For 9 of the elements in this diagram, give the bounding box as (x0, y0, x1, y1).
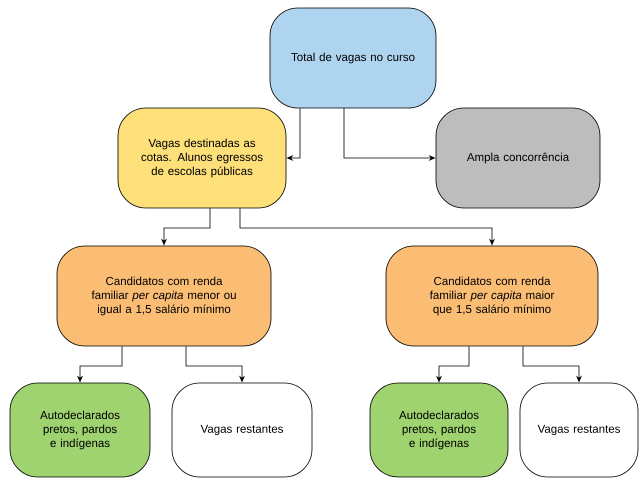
rounded-box: Autodeclarados pretos, pardos e indígenas (370, 382, 508, 478)
rounded-box: Autodeclarados pretos, pardos e indígenas (10, 382, 150, 478)
rounded-box: Candidatos com renda familiar per capita menor ou igual a 1,5 salário mínimo (56, 246, 272, 346)
rounded-box: Vagas restantes (520, 382, 638, 478)
rounded-box: Candidatos com renda familiar per capita maior que 1,5 salário mínimo (386, 246, 598, 346)
rounded-box: Ampla concorrência (436, 108, 600, 208)
rounded-box: Vagas destinadas as cotas. Alunos egressos de escolas públicas (118, 108, 286, 208)
rounded-box: Vagas restantes (172, 382, 312, 478)
rounded-box: Total de vagas no curso (270, 8, 436, 108)
